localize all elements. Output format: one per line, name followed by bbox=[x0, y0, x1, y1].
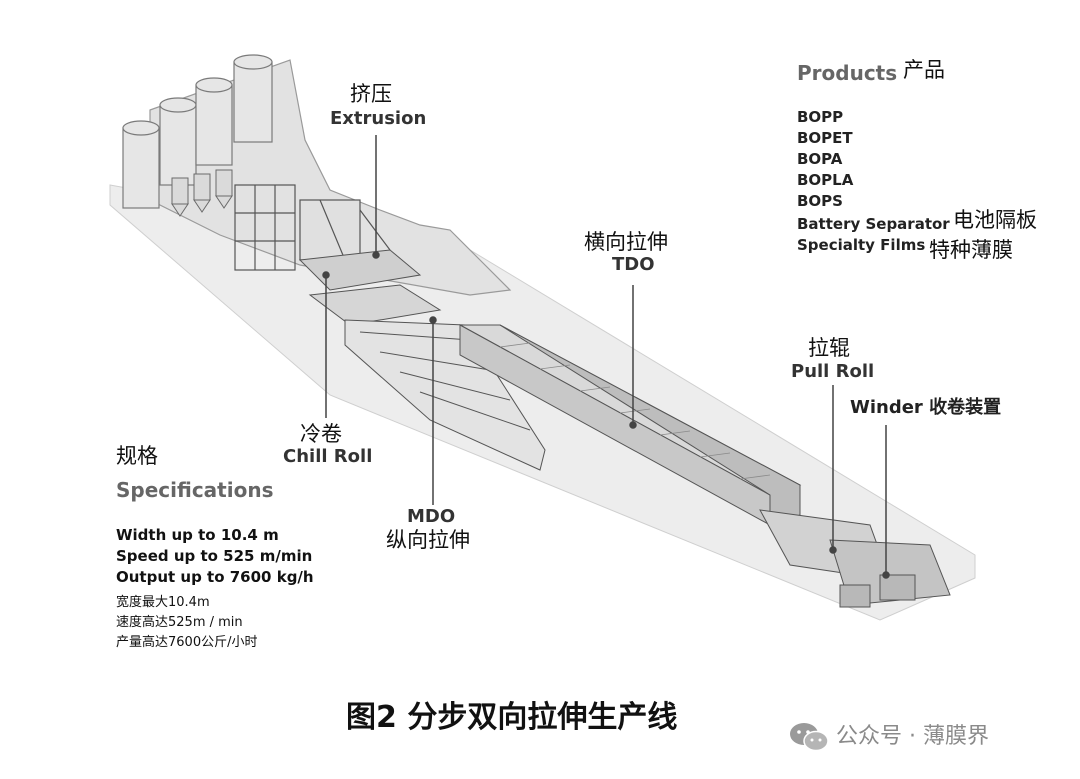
extrusion-label-cn: 挤压 bbox=[350, 82, 392, 106]
winder-label: Winder 收卷装置 bbox=[850, 397, 1002, 418]
watermark: 公众号 · 薄膜界 bbox=[788, 718, 1068, 758]
product-item: BOPA bbox=[797, 150, 843, 168]
spec-line-cn: 宽度最大10.4m bbox=[116, 595, 210, 610]
chill-roll-label-cn: 冷卷 bbox=[300, 422, 342, 446]
pull-roll-label-en: Pull Roll bbox=[791, 361, 875, 382]
watermark-text: 公众号 · 薄膜界 bbox=[836, 724, 989, 749]
pull-roll-label-cn: 拉辊 bbox=[808, 336, 850, 360]
extrusion-label-en: Extrusion bbox=[330, 108, 427, 129]
mdo-label-cn: 纵向拉伸 bbox=[386, 528, 470, 552]
product-item-cn: 特种薄膜 bbox=[929, 238, 1013, 262]
spec-line-en: Output up to 7600 kg/h bbox=[116, 568, 314, 586]
figure-caption: 图2 分步双向拉伸生产线 bbox=[346, 700, 678, 735]
product-item: Battery Separator bbox=[797, 215, 950, 233]
mdo-label-en: MDO bbox=[407, 506, 456, 527]
products-title-cn: 产品 bbox=[903, 58, 945, 82]
specs-title-en: Specifications bbox=[116, 478, 274, 502]
product-item: BOPLA bbox=[797, 171, 854, 189]
spec-line-en: Width up to 10.4 m bbox=[116, 526, 279, 544]
specifications-block: 规格 Specifications Width up to 10.4 m Spe… bbox=[116, 446, 376, 656]
product-item: BOPET bbox=[797, 129, 853, 147]
specs-title-cn: 规格 bbox=[116, 444, 158, 468]
product-item: BOPS bbox=[797, 192, 843, 210]
spec-line-en: Speed up to 525 m/min bbox=[116, 547, 313, 565]
tdo-label-cn: 横向拉伸 bbox=[584, 230, 668, 254]
wechat-icon bbox=[790, 723, 829, 752]
products-block: Products 产品 BOPP BOPET BOPA BOPLA BOPS B… bbox=[797, 60, 1067, 270]
tdo-label-en: TDO bbox=[612, 254, 655, 275]
product-item-cn: 电池隔板 bbox=[953, 208, 1037, 232]
product-item: Specialty Films bbox=[797, 236, 926, 254]
spec-line-cn: 速度高达525m / min bbox=[116, 615, 243, 630]
products-title-en: Products bbox=[797, 61, 898, 85]
spec-line-cn: 产量高达7600公斤/小时 bbox=[116, 635, 258, 650]
product-item: BOPP bbox=[797, 108, 844, 126]
chill-roll-label-en: Chill Roll bbox=[283, 446, 373, 467]
